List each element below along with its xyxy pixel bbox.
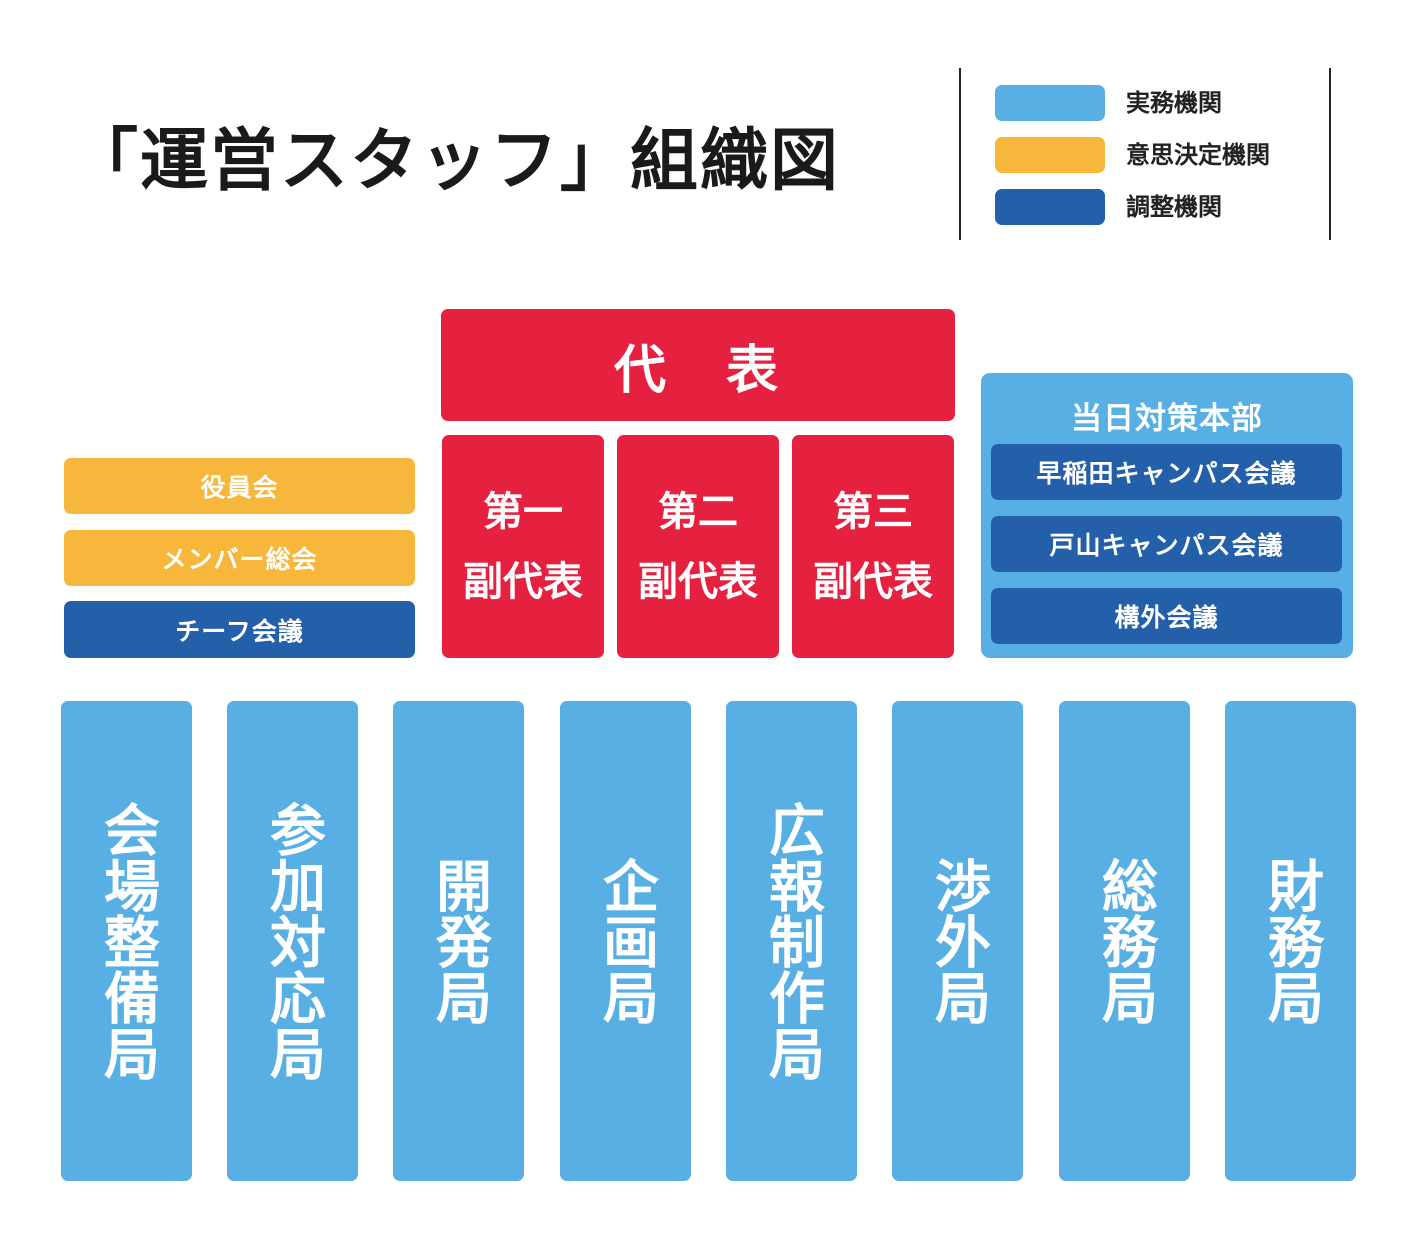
hq-meeting-toyama-label: 戸山キャンパス会議 <box>1049 531 1284 560</box>
hq-meeting-offcampus: 構外会議 <box>991 588 1342 644</box>
day-of-hq-title: 当日対策本部 <box>1071 401 1263 437</box>
general-assembly-box: メンバー総会 <box>64 530 415 586</box>
board-meeting-box: 役員会 <box>64 458 415 514</box>
bureau-participant-label: 参加対応局 <box>260 801 326 1081</box>
vice-representative-2-line2: 副代表 <box>638 558 758 605</box>
legend-label-decision: 意思決定機関 <box>1126 141 1270 169</box>
chief-meeting-label: チーフ会議 <box>175 616 304 646</box>
hq-meeting-offcampus-label: 構外会議 <box>1114 603 1219 632</box>
bureau-planning: 企画局 <box>560 701 691 1181</box>
day-of-hq-panel: 当日対策本部 早稲田キャンパス会議 戸山キャンパス会議 構外会議 <box>981 373 1353 658</box>
representative-box: 代 表 <box>441 309 955 421</box>
bureau-pr: 広報制作局 <box>726 701 857 1181</box>
hq-meeting-toyama: 戸山キャンパス会議 <box>991 516 1342 572</box>
legend-swatch-practical <box>995 85 1105 121</box>
legend-right-divider <box>1329 68 1331 240</box>
legend-swatch-coordination <box>995 189 1105 225</box>
legend-swatch-decision <box>995 137 1105 173</box>
bureau-planning-label: 企画局 <box>593 857 659 1025</box>
vice-representative-3-line2: 副代表 <box>813 558 933 605</box>
bureau-external-label: 渉外局 <box>925 857 991 1025</box>
vice-representative-3: 第三 副代表 <box>792 435 954 658</box>
hq-meeting-waseda-label: 早稲田キャンパス会議 <box>1036 459 1297 488</box>
vice-representative-1-line2: 副代表 <box>463 558 583 605</box>
bureau-general-affairs: 総務局 <box>1059 701 1190 1181</box>
bureau-pr-label: 広報制作局 <box>759 801 825 1081</box>
page-title: 「運営スタッフ」組織図 <box>70 122 841 201</box>
chief-meeting-box: チーフ会議 <box>64 601 415 658</box>
vice-representative-2: 第二 副代表 <box>617 435 779 658</box>
bureau-development-label: 開発局 <box>426 857 492 1025</box>
legend-label-practical: 実務機関 <box>1126 89 1222 117</box>
bureau-development: 開発局 <box>393 701 524 1181</box>
bureau-general-affairs-label: 総務局 <box>1092 857 1158 1025</box>
vice-representative-3-line1: 第三 <box>833 488 913 535</box>
vice-representative-1: 第一 副代表 <box>442 435 604 658</box>
vice-representative-1-line1: 第一 <box>483 488 563 535</box>
bureau-finance: 財務局 <box>1225 701 1356 1181</box>
bureau-finance-label: 財務局 <box>1258 857 1324 1025</box>
representative-label: 代 表 <box>613 340 782 401</box>
bureau-venue: 会場整備局 <box>61 701 192 1181</box>
hq-meeting-waseda: 早稲田キャンパス会議 <box>991 444 1342 500</box>
bureau-participant: 参加対応局 <box>227 701 358 1181</box>
bureau-venue-label: 会場整備局 <box>94 801 160 1081</box>
legend-label-coordination: 調整機関 <box>1126 193 1222 221</box>
vice-representative-2-line1: 第二 <box>658 488 738 535</box>
legend-left-divider <box>959 68 961 240</box>
board-meeting-label: 役員会 <box>200 473 279 502</box>
bureau-external: 渉外局 <box>892 701 1023 1181</box>
general-assembly-label: メンバー総会 <box>161 545 318 574</box>
